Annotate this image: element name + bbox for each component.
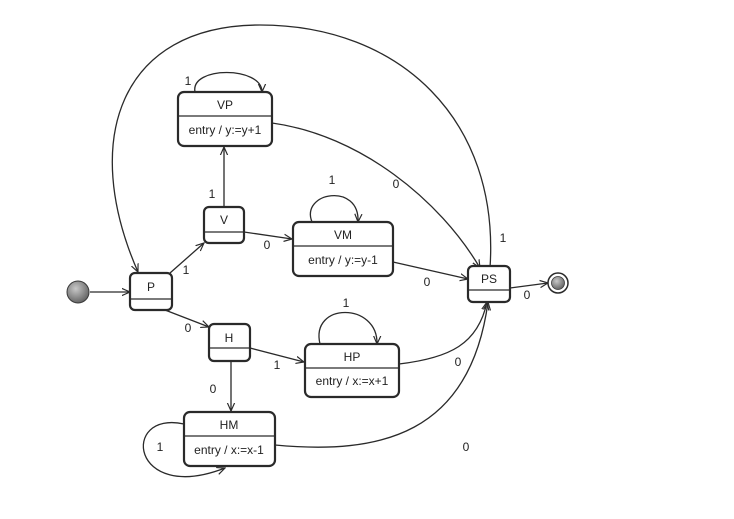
label-VM-PS: 0: [424, 275, 431, 289]
initial-state: [66, 280, 90, 304]
state-H-name: H: [225, 331, 234, 345]
state-H: H: [207, 322, 252, 363]
label-HP-PS: 0: [455, 355, 462, 369]
label-PS-P: 1: [500, 231, 507, 245]
edge-HM-PS: [274, 302, 488, 448]
edge-HM-self: [142, 421, 225, 478]
state-VP-name: VP: [217, 98, 233, 112]
state-HM-name: HM: [220, 418, 239, 432]
edge-P-H: [164, 309, 209, 327]
state-HM: HM entry / x:=x-1: [182, 410, 277, 468]
state-VM: VM entry / y:=y-1: [291, 220, 395, 278]
state-VP-action: entry / y:=y+1: [189, 123, 262, 137]
label-HM-PS: 0: [463, 440, 470, 454]
label-H-HP: 1: [274, 358, 281, 372]
initial-state-marker: [66, 280, 90, 304]
label-VM-self: 1: [329, 173, 336, 187]
state-P: P: [128, 271, 174, 312]
final-state-core: [551, 276, 565, 290]
state-PS: PS: [466, 264, 512, 304]
label-HM-self: 1: [157, 440, 164, 454]
label-P-V: 1: [183, 263, 190, 277]
label-VP-PS: 0: [393, 177, 400, 191]
state-V: V: [202, 205, 246, 245]
label-V-VM: 0: [264, 238, 271, 252]
label-HP-self: 1: [343, 296, 350, 310]
edge-VM-self: [309, 195, 358, 222]
edge-PS-final: [509, 283, 548, 289]
edge-HP-PS: [398, 302, 487, 365]
state-HP-action: entry / x:=x+1: [316, 374, 389, 388]
transition-labels: 1 1 1 0 0 1 0 0 1 0 1 1 0 0 1 0: [157, 74, 531, 454]
transitions: [90, 24, 548, 478]
edge-HP-self: [318, 312, 377, 345]
edge-VM-PS: [392, 261, 468, 279]
final-state: [547, 272, 569, 294]
label-H-HM: 0: [210, 382, 217, 396]
label-VP-self: 1: [185, 74, 192, 88]
edge-PS-P: [111, 24, 492, 272]
state-HP: HP entry / x:=x+1: [303, 342, 401, 399]
state-VM-action: entry / y:=y-1: [308, 253, 378, 267]
state-VM-name: VM: [334, 228, 352, 242]
edge-P-V: [169, 243, 204, 274]
state-VP: VP entry / y:=y+1: [176, 90, 274, 148]
edge-VP-self: [194, 71, 262, 93]
edge-H-HP: [249, 347, 304, 362]
state-P-name: P: [147, 280, 155, 294]
label-V-VP: 1: [209, 187, 216, 201]
label-PS-final: 0: [524, 288, 531, 302]
label-P-H: 0: [185, 321, 192, 335]
state-PS-name: PS: [481, 272, 497, 286]
edge-VP-PS: [271, 122, 480, 268]
edge-V-VM: [243, 231, 292, 239]
state-V-name: V: [220, 213, 228, 227]
state-HM-action: entry / x:=x-1: [194, 443, 264, 457]
state-HP-name: HP: [344, 350, 361, 364]
